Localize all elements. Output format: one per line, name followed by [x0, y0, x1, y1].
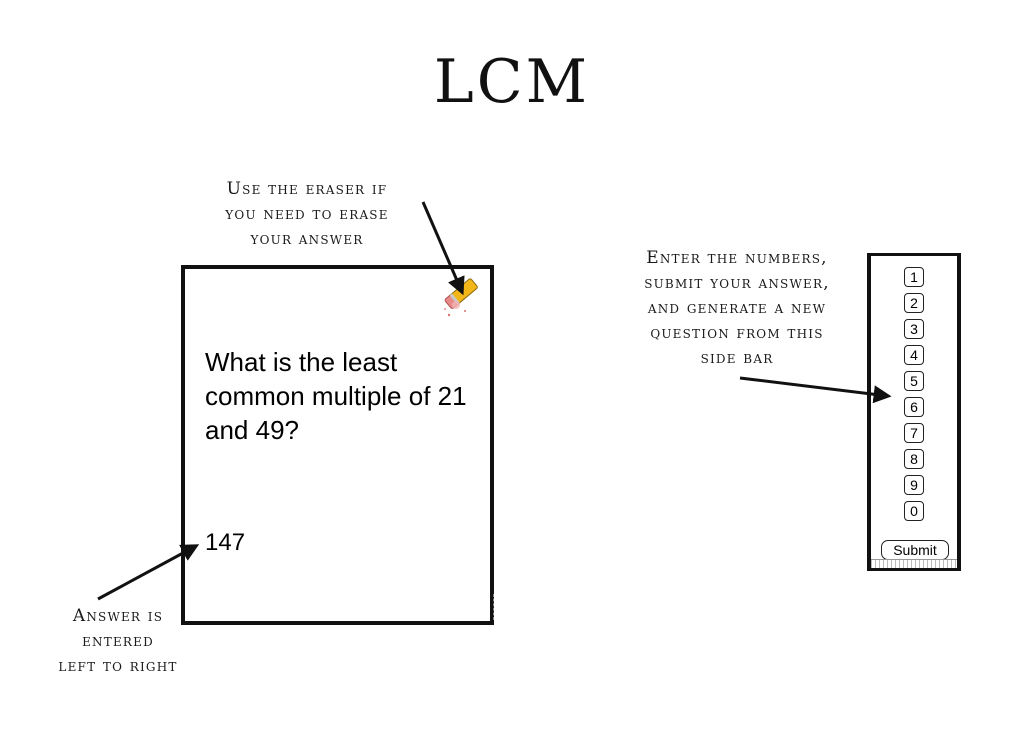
- note-line: question from this: [650, 323, 824, 343]
- number-keypad: 1 2 3 4 5 6 7 8 9 0: [871, 267, 957, 527]
- note-line: left to right: [58, 656, 178, 676]
- note-line: Answer is: [72, 606, 164, 626]
- note-line: submit your answer,: [644, 273, 830, 293]
- eraser-icon[interactable]: [440, 271, 484, 321]
- question-text: What is the least common multiple of 21 …: [205, 347, 467, 445]
- number-key-5[interactable]: 5: [904, 371, 924, 391]
- box-edge-marker: [493, 594, 497, 620]
- note-line: you need to erase: [225, 204, 389, 224]
- number-key-1[interactable]: 1: [904, 267, 924, 287]
- answer-display[interactable]: 147: [205, 529, 246, 556]
- note-line: Enter the numbers,: [646, 248, 828, 268]
- sidebar-arrow: [739, 376, 892, 404]
- note-line: entered: [82, 631, 154, 651]
- note-line: your answer: [250, 229, 364, 249]
- sidebar-instruction-note: Enter the numbers, submit your answer, a…: [598, 246, 876, 371]
- number-key-4[interactable]: 4: [904, 345, 924, 365]
- page-title: LCM: [433, 47, 591, 117]
- number-key-0[interactable]: 0: [904, 501, 924, 521]
- note-line: side bar: [700, 348, 774, 368]
- number-key-2[interactable]: 2: [904, 293, 924, 313]
- number-key-6[interactable]: 6: [904, 397, 924, 417]
- sidebar-footer: [871, 559, 957, 568]
- eraser-instruction-note: Use the eraser if you need to erase your…: [176, 177, 438, 252]
- number-sidebar: 1 2 3 4 5 6 7 8 9 0 Submit: [867, 253, 961, 571]
- number-key-8[interactable]: 8: [904, 449, 924, 469]
- number-key-7[interactable]: 7: [904, 423, 924, 443]
- note-line: Use the eraser if: [226, 179, 388, 199]
- number-key-9[interactable]: 9: [904, 475, 924, 495]
- question-card: What is the least common multiple of 21 …: [181, 265, 494, 625]
- answer-instruction-note: Answer is entered left to right: [20, 604, 216, 679]
- note-line: and generate a new: [647, 298, 827, 318]
- number-key-3[interactable]: 3: [904, 319, 924, 339]
- submit-button[interactable]: Submit: [881, 540, 949, 560]
